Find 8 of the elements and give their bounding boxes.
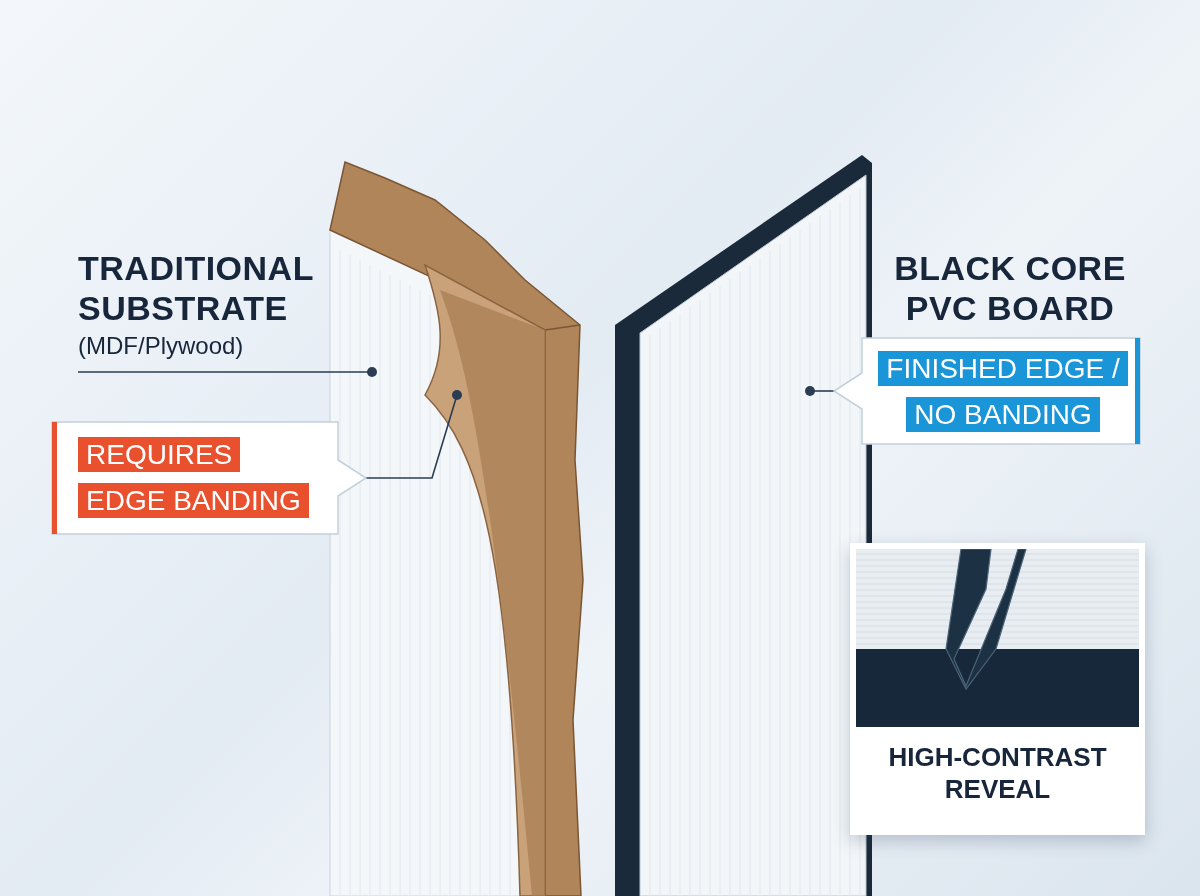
inset-panel	[850, 543, 1145, 835]
subheading-text: (MDF/Plywood)	[78, 331, 245, 361]
leader-line	[805, 386, 835, 396]
leader-line	[365, 390, 462, 479]
heading-text: BLACK CORE PVC BOARD	[893, 248, 1127, 328]
inset-caption: HIGH-CONTRAST REVEAL	[887, 741, 1108, 805]
heading-text: TRADITIONAL SUBSTRATE	[78, 248, 315, 328]
leader-line	[77, 367, 377, 377]
